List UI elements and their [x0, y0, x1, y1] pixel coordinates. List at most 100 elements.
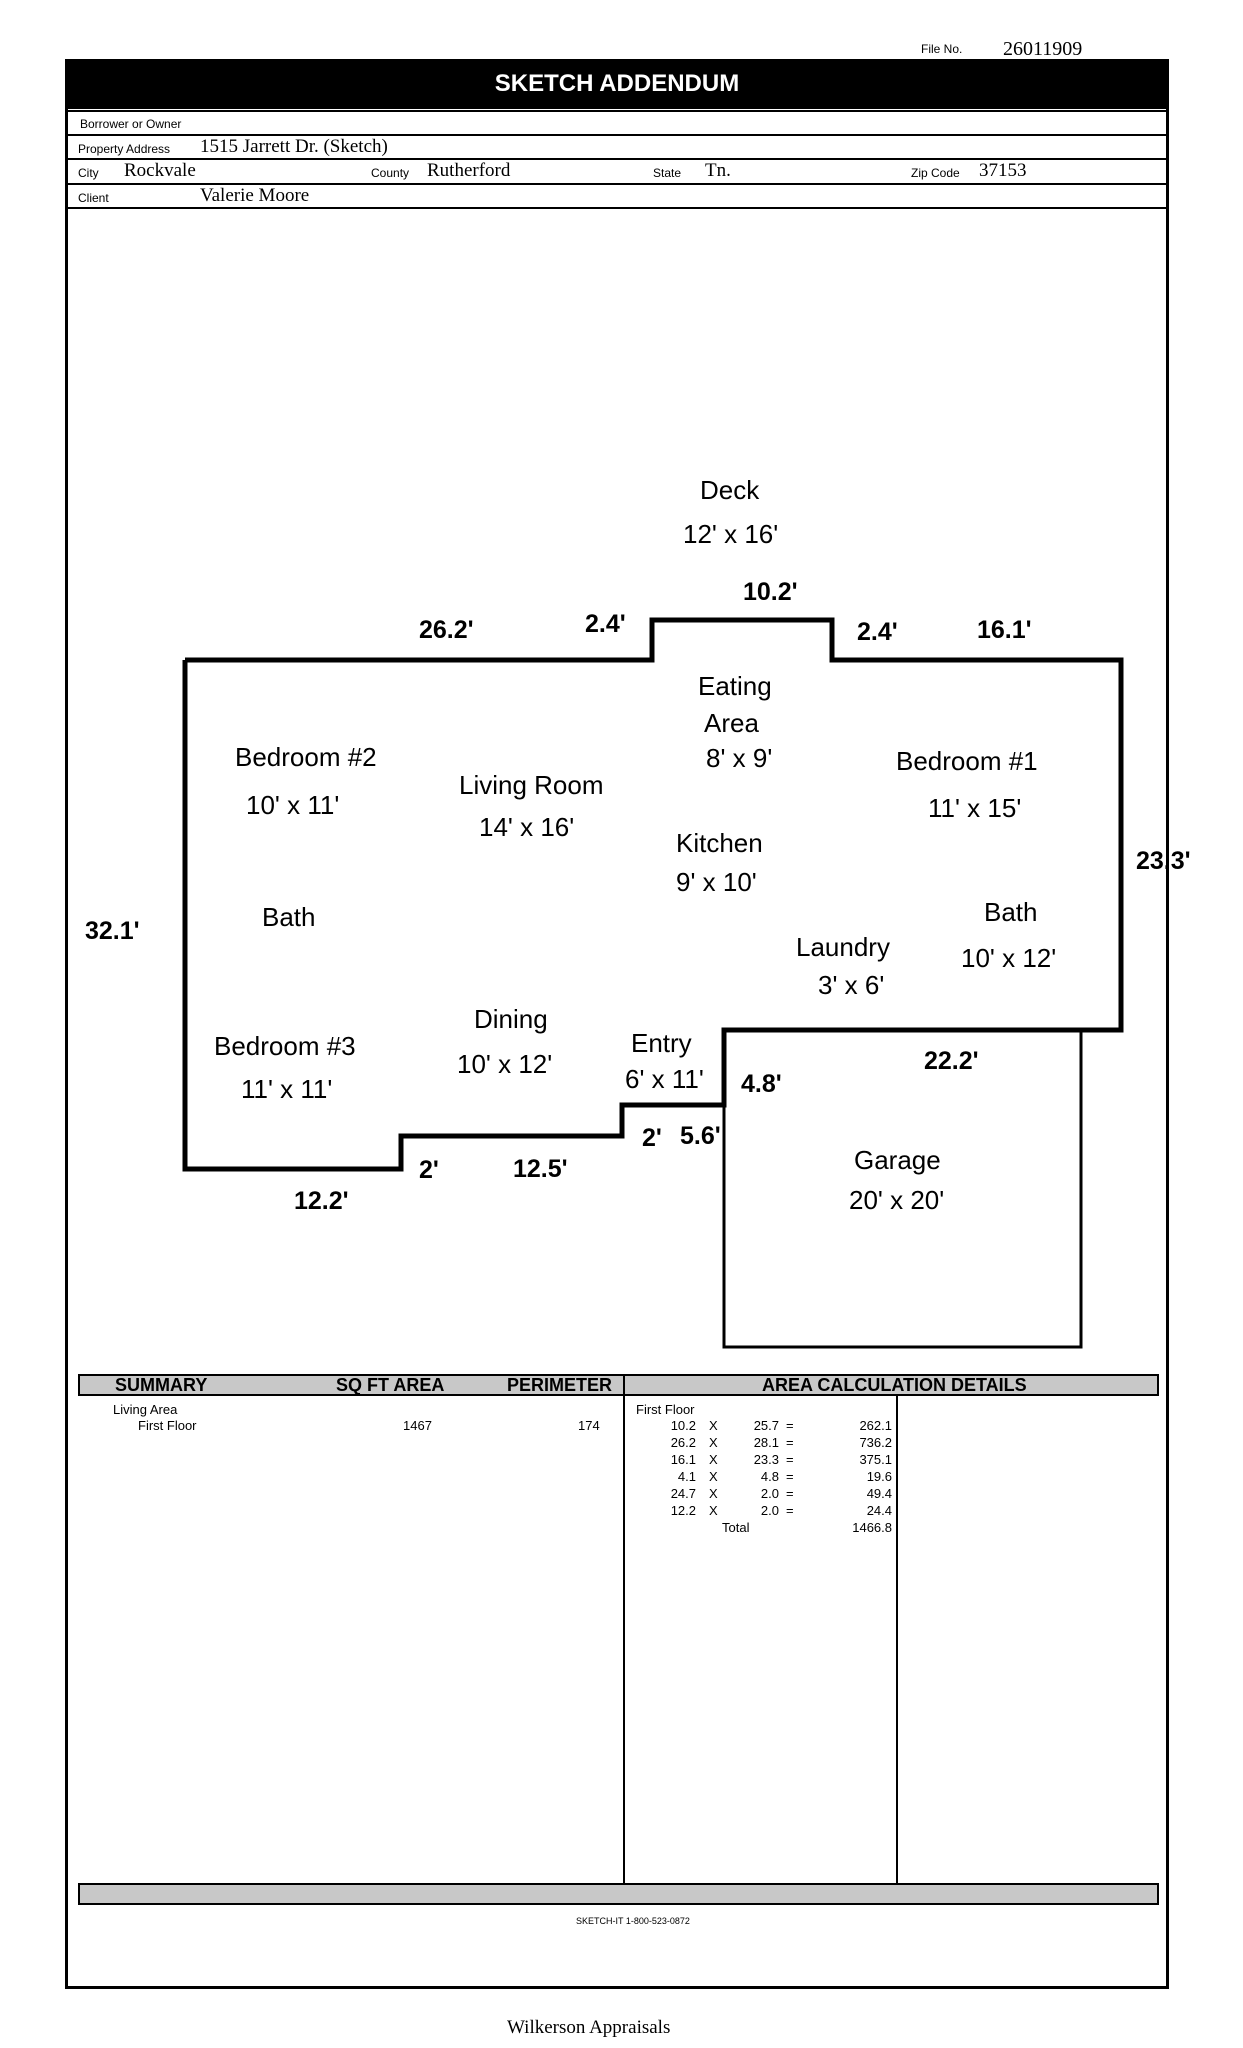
bath-right-label: Bath	[984, 897, 1038, 927]
garage-label: Garage	[854, 1145, 941, 1175]
zip-code-label: Zip Code	[911, 166, 960, 180]
living-room-label: Living Room	[459, 770, 604, 800]
dim-label: 2'	[642, 1124, 662, 1152]
deck-label: Deck	[700, 475, 760, 505]
calc-equals: =	[786, 1418, 794, 1433]
calc-factor-a: 4.1	[677, 1469, 696, 1484]
calc-factor-a: 24.7	[670, 1486, 696, 1501]
sq-ft-area-col-header: SQ FT AREA	[336, 1375, 445, 1395]
details-floor-label: First Floor	[636, 1402, 695, 1417]
dim-label: 22.2'	[924, 1047, 979, 1075]
calc-equals: =	[786, 1452, 794, 1467]
divider	[65, 110, 1169, 112]
living-room-size: 14' x 16'	[479, 812, 575, 842]
living-area-label: Living Area	[113, 1402, 178, 1417]
kitchen-size: 9' x 10'	[676, 867, 757, 897]
company-name: Wilkerson Appraisals	[507, 2017, 671, 2038]
calc-result: 24.4	[866, 1503, 892, 1518]
dim-label: 4.8'	[741, 1070, 782, 1098]
calc-x: X	[709, 1418, 718, 1433]
area-calculation-details-header: AREA CALCULATION DETAILS	[762, 1375, 1027, 1395]
summary-header-bar	[78, 1374, 1159, 1396]
client-value: Valerie Moore	[200, 185, 310, 206]
kitchen-label: Kitchen	[676, 828, 763, 858]
calc-factor-a: 12.2	[670, 1503, 696, 1518]
calc-factor-b: 28.1	[753, 1435, 779, 1450]
dim-label: 23.3'	[1136, 847, 1191, 875]
borrower-label: Borrower or Owner	[80, 117, 182, 131]
calc-factor-b: 2.0	[760, 1503, 779, 1518]
dim-label: 32.1'	[85, 917, 140, 945]
calc-x: X	[709, 1503, 718, 1518]
garage-size: 20' x 20'	[849, 1185, 945, 1215]
entry-size: 6' x 11'	[625, 1064, 704, 1094]
property-address-label: Property Address	[78, 142, 171, 156]
calc-factor-b: 25.7	[753, 1418, 779, 1433]
eating-area-label: Eating	[698, 671, 772, 701]
bedroom-2-size: 10' x 11'	[246, 790, 340, 820]
city-value: Rockvale	[124, 160, 196, 181]
perimeter-col-header: PERIMETER	[507, 1375, 613, 1395]
eating-area-size: 8' x 9'	[706, 743, 773, 773]
dim-label: 16.1'	[977, 616, 1032, 644]
bedroom-3-size: 11' x 11'	[241, 1074, 333, 1104]
garage-outline	[722, 1030, 1083, 1349]
state-value: Tn.	[705, 160, 731, 181]
deck-size: 12' x 16'	[683, 519, 779, 549]
bedroom-1-label: Bedroom #1	[896, 746, 1038, 776]
laundry-label: Laundry	[796, 932, 890, 962]
calc-equals: =	[786, 1469, 794, 1484]
calc-factor-a: 16.1	[670, 1452, 696, 1467]
divider	[65, 183, 1169, 185]
column-divider	[896, 1396, 898, 1884]
calc-result: 736.2	[859, 1435, 892, 1450]
calc-x: X	[709, 1452, 718, 1467]
calc-x: X	[709, 1469, 718, 1484]
bedroom-2-label: Bedroom #2	[235, 742, 377, 772]
bedroom-1-size: 11' x 15'	[928, 793, 1022, 823]
calc-equals: =	[786, 1503, 794, 1518]
calc-result: 375.1	[859, 1452, 892, 1467]
sketch-it-credit: SKETCH-IT 1-800-523-0872	[576, 1916, 690, 1926]
file-no-label: File No.	[921, 42, 963, 56]
entry-label: Entry	[631, 1028, 692, 1058]
client-label: Client	[78, 191, 109, 205]
calc-equals: =	[786, 1435, 794, 1450]
first-floor-area: 1467	[403, 1418, 432, 1433]
bath-right-size: 10' x 12'	[961, 943, 1057, 973]
zip-code-value: 37153	[979, 160, 1027, 181]
page-title: SKETCH ADDENDUM	[65, 59, 1169, 109]
bedroom-3-label: Bedroom #3	[214, 1031, 356, 1061]
calc-equals: =	[786, 1486, 794, 1501]
dining-label: Dining	[474, 1004, 548, 1034]
bath-left-label: Bath	[262, 902, 316, 932]
dim-label: 5.6'	[680, 1122, 721, 1150]
file-no-value: 26011909	[1003, 38, 1083, 60]
city-label: City	[78, 166, 99, 180]
dim-label: 2.4'	[585, 610, 626, 638]
calc-result: 49.4	[866, 1486, 892, 1501]
dim-label: 26.2'	[419, 616, 474, 644]
state-label: State	[653, 166, 682, 180]
column-divider	[623, 1374, 625, 1884]
calc-factor-a: 26.2	[670, 1435, 696, 1450]
summary-footer-bar	[78, 1883, 1159, 1905]
summary-col-header: SUMMARY	[115, 1375, 208, 1395]
property-address-value: 1515 Jarrett Dr. (Sketch)	[200, 136, 388, 157]
divider	[65, 207, 1169, 209]
dim-label: 2.4'	[857, 618, 898, 646]
calc-total-label: Total	[722, 1520, 750, 1535]
dim-label: 10.2'	[743, 578, 798, 606]
dim-label: 12.2'	[294, 1187, 349, 1215]
laundry-size: 3' x 6'	[818, 970, 885, 1000]
first-floor-perimeter: 174	[578, 1418, 600, 1433]
calc-factor-b: 4.8	[760, 1469, 779, 1484]
calc-total-value: 1466.8	[852, 1520, 892, 1535]
calc-x: X	[709, 1435, 718, 1450]
first-floor-label: First Floor	[138, 1418, 197, 1433]
divider	[65, 158, 1169, 160]
dining-size: 10' x 12'	[457, 1049, 553, 1079]
calc-result: 262.1	[859, 1418, 892, 1433]
eating-area-label-2: Area	[704, 708, 759, 738]
